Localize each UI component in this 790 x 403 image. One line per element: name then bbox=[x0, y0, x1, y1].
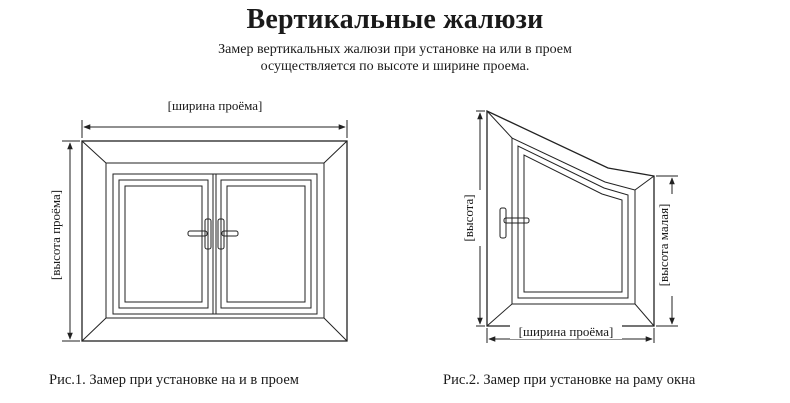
figure2-width-dimension: [ширина проёма] bbox=[486, 324, 655, 343]
figure2-height-small-dimension: [высота малая] bbox=[656, 175, 678, 327]
figure2-window bbox=[486, 109, 655, 327]
figure2-height-small-label: [высота малая] bbox=[656, 204, 671, 287]
figure1-window bbox=[81, 140, 348, 342]
figure2-caption: Рис.2. Замер при установке на раму окна bbox=[443, 372, 696, 388]
figure1-caption: Рис.1. Замер при установке на и в проем bbox=[49, 372, 299, 388]
figure2-height-label: [высота] bbox=[461, 194, 476, 241]
page-subtitle: Замер вертикальных жалюзи при установке … bbox=[0, 41, 790, 75]
figure1-width-dimension: [ширина проёма] bbox=[81, 98, 348, 138]
figure1-width-label: [ширина проёма] bbox=[168, 98, 263, 113]
page-title: Вертикальные жалюзи bbox=[246, 4, 544, 35]
subtitle-line-1: Замер вертикальных жалюзи при установке … bbox=[218, 42, 572, 57]
subtitle-line-2: осуществляется по высоте и ширине проема… bbox=[260, 59, 530, 74]
figure1-height-label: [высота проёма] bbox=[48, 190, 63, 280]
figure2-width-label: [ширина проёма] bbox=[519, 324, 614, 339]
figure1-height-dimension: [высота проёма] bbox=[48, 140, 80, 342]
figure2-height-dimension: [высота] bbox=[461, 110, 485, 327]
